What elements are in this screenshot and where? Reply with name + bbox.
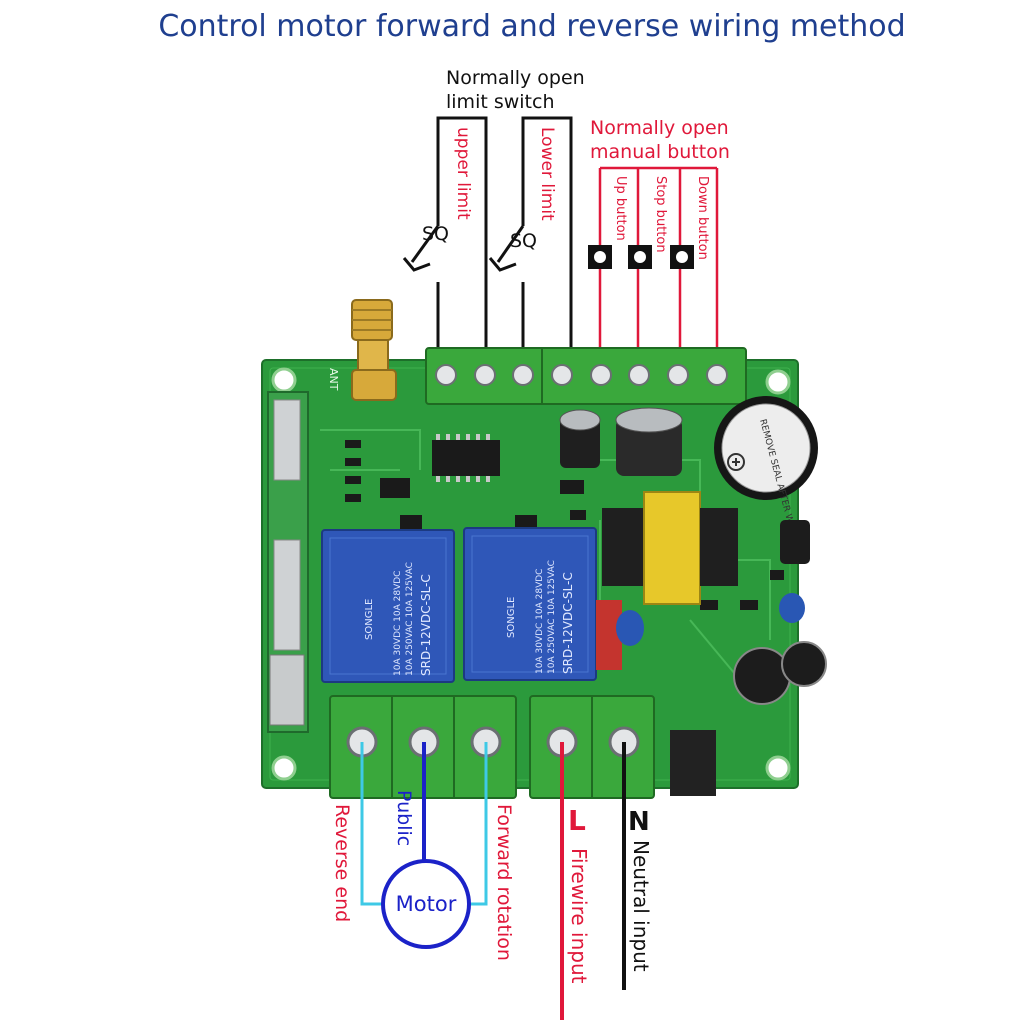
capacitors-lower: [596, 520, 827, 705]
manual-button-label-2: manual button: [590, 141, 730, 163]
limit-switch-label-1: Normally open: [446, 67, 585, 89]
down-button-label: Down button: [695, 176, 710, 260]
relay-left-rating-2: 10A 30VDC 10A 28VDC: [393, 571, 403, 676]
transformer: [602, 491, 738, 605]
firewire-input-label: Firewire input: [567, 848, 591, 984]
lower-limit-label: Lower limit: [537, 127, 557, 221]
ic-chip: [432, 434, 500, 482]
sq-switch-symbols: [402, 225, 531, 282]
motor-label: Motor: [396, 892, 457, 916]
buzzer: [714, 396, 818, 500]
dc-jack: [670, 730, 716, 796]
sq-label-upper: SQ: [422, 223, 449, 245]
L-label: L: [568, 804, 586, 837]
sq-label-lower: SQ: [510, 230, 537, 252]
relay-right-brand: SONGLE: [506, 597, 517, 638]
up-button-label: Up button: [613, 176, 628, 241]
relay-left-model: SRD-12VDC-SL-C: [419, 574, 433, 676]
relay-left: [321, 529, 455, 683]
upper-limit-label: upper limit: [453, 127, 473, 220]
relay-right-rating-2: 10A 30VDC 10A 28VDC: [535, 569, 545, 674]
manual-button-label-1: Normally open: [590, 117, 729, 139]
relay-left-brand: SONGLE: [364, 599, 375, 640]
capacitors-top: [559, 407, 683, 476]
stop-button-label: Stop button: [653, 176, 668, 253]
motor-wires: [360, 742, 488, 906]
relay-right-model: SRD-12VDC-SL-C: [561, 572, 575, 674]
rf-module: [267, 391, 309, 733]
forward-rotation-label: Forward rotation: [493, 804, 515, 961]
N-label: N: [628, 807, 650, 837]
neutral-input-label: Neutral input: [629, 840, 653, 972]
push-buttons: [588, 245, 694, 269]
ant-label: ANT: [327, 368, 340, 391]
reverse-end-label: Reverse end: [331, 804, 353, 922]
limit-switch-label-2: limit switch: [446, 91, 555, 113]
motor-symbol: [381, 859, 471, 949]
relay-right: [463, 527, 597, 681]
top-terminal-block: [425, 347, 747, 405]
antenna-connector: [351, 299, 397, 401]
diagram-title: Control motor forward and reverse wiring…: [158, 9, 905, 44]
public-label: Public: [393, 790, 415, 846]
relay-right-rating-1: 10A 250VAC 10A 125VAC: [547, 560, 557, 674]
relay-left-rating-1: 10A 250VAC 10A 125VAC: [405, 562, 415, 676]
